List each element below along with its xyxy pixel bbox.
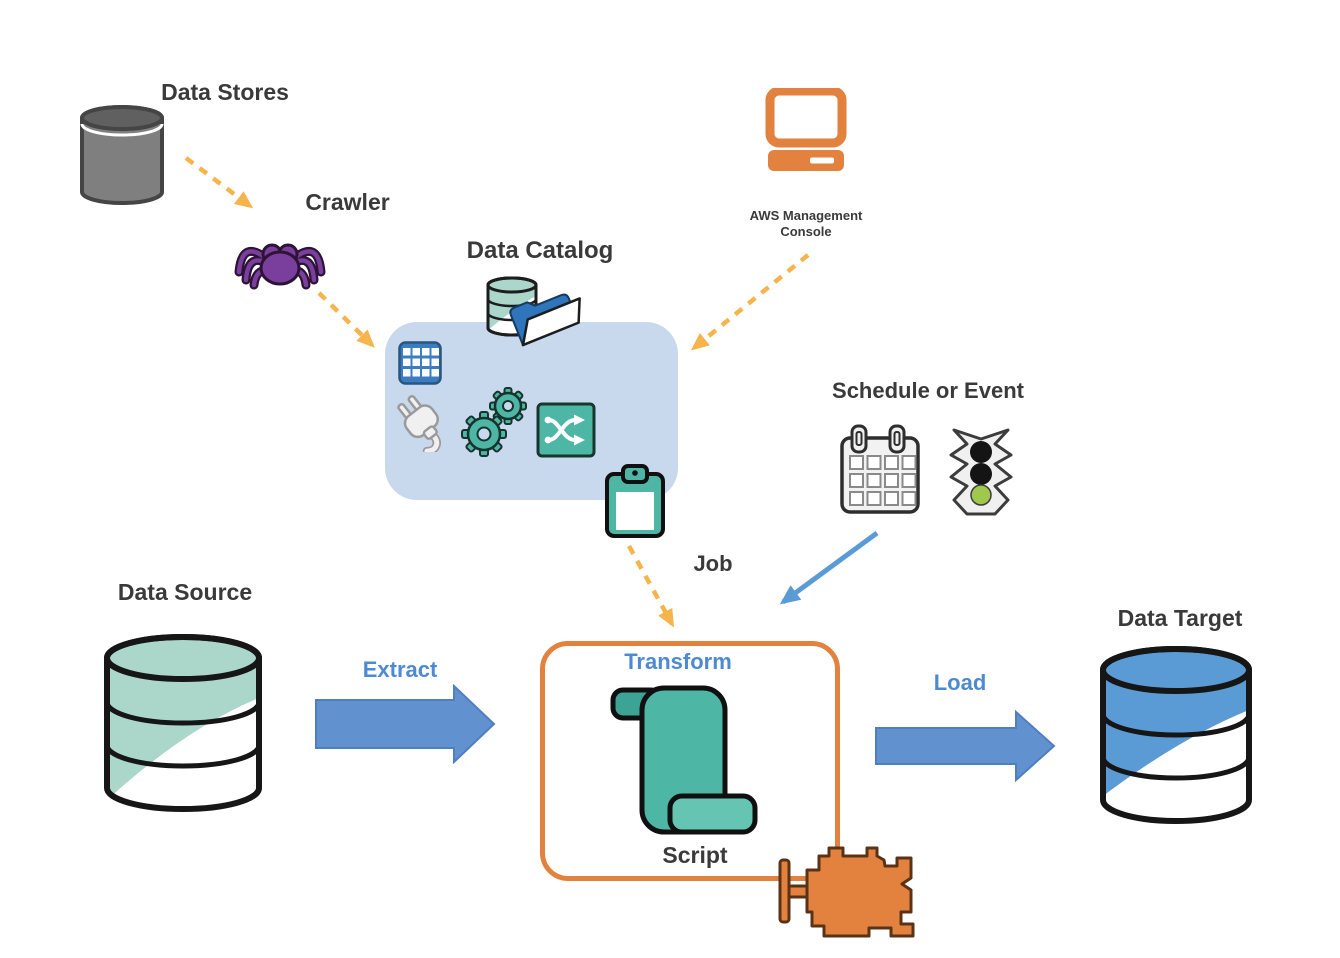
gears-icon <box>461 387 527 457</box>
crawler-label: Crawler <box>305 189 390 215</box>
plug-icon <box>397 394 441 452</box>
transform-label: Transform <box>624 649 732 674</box>
arrow-job-to-transform <box>627 544 674 628</box>
database-cylinder-target-icon <box>1100 646 1252 824</box>
aws-console-label-line1: AWS Management <box>749 208 863 223</box>
data-stores-label: Data Stores <box>161 79 289 105</box>
computer-monitor-icon <box>765 88 847 171</box>
extract-label: Extract <box>362 657 438 682</box>
load-label: Load <box>933 670 987 695</box>
arrow-schedule-to-transform <box>779 530 879 605</box>
aws-console-label-line2: Console <box>780 224 832 239</box>
crawler-spider-icon <box>234 243 326 290</box>
load-arrow <box>875 709 1056 783</box>
arrow-crawler-to-catalog <box>317 291 375 348</box>
arrow-stores-to-crawler <box>184 156 254 209</box>
engine-icon <box>778 846 915 938</box>
database-cylinder-gray-icon <box>80 105 164 205</box>
extract-arrow <box>315 684 496 764</box>
schedule-or-event-label: Schedule or Event <box>832 378 1024 403</box>
shuffle-icon <box>536 402 596 458</box>
script-label: Script <box>662 842 728 868</box>
database-cylinder-source-icon <box>104 634 262 812</box>
job-label: Job <box>693 551 733 576</box>
calendar-icon <box>840 424 920 514</box>
arrow-console-to-catalog <box>690 253 810 351</box>
aws-console-label: AWS Management Console <box>725 208 887 240</box>
script-scroll-icon <box>610 685 758 835</box>
data-target-label: Data Target <box>1117 605 1243 631</box>
data-catalog-label: Data Catalog <box>466 237 614 264</box>
data-source-label: Data Source <box>117 579 253 605</box>
table-grid-icon <box>398 341 442 385</box>
database-with-folder-icon <box>486 276 581 347</box>
traffic-light-icon <box>949 428 1013 516</box>
clipboard-icon <box>605 464 665 538</box>
